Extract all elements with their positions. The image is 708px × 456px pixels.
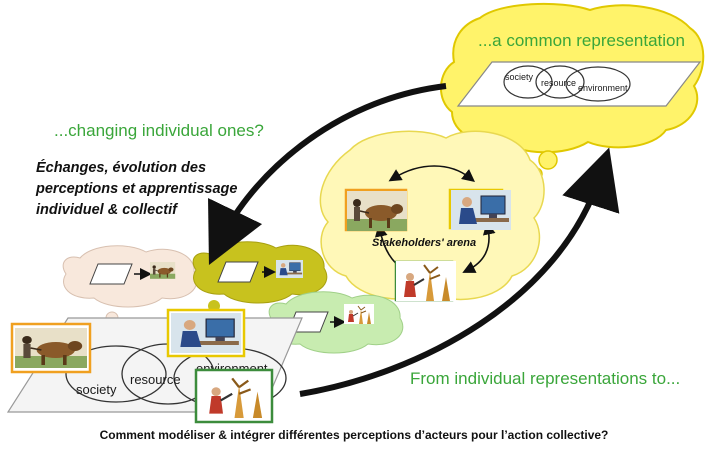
figure-caption: Comment modéliser & intégrer différentes… [99, 428, 609, 442]
tree-cutter-icon [395, 260, 457, 302]
green-cloud-trees-icon [343, 303, 375, 325]
plane-office-icon [170, 312, 242, 354]
arena-herder-frame [344, 188, 408, 232]
arrow-to-individual [208, 83, 447, 266]
common-resource-label: resource [541, 78, 576, 88]
pink-cloud-cattle-icon [149, 261, 176, 280]
common-society-label: society [505, 72, 534, 82]
changing-individual-label: ...changing individual ones? [54, 121, 264, 140]
resource-label: resource [130, 372, 181, 387]
arena-office-frame [448, 188, 512, 231]
intro-line-1: Échanges, évolution des [36, 160, 207, 176]
common-environment-label: environment [578, 83, 628, 93]
exchange-learning-text: Échanges, évolution des perceptions et a… [36, 158, 276, 221]
plane-trees-icon [198, 372, 271, 420]
arrow-to-common [299, 147, 620, 397]
intro-line-3: individuel & collectif [36, 202, 177, 218]
stakeholders-arena-cloud: Stakeholders' arena [319, 130, 545, 302]
society-label: society [76, 382, 117, 397]
from-individual-label: From individual representations to... [410, 369, 680, 388]
cattle-herder-icon [346, 190, 408, 232]
common-representation-cloud: society resource environment ...a common… [439, 2, 705, 181]
plane-office-frame [166, 308, 246, 358]
common-representation-label: ...a common representation [478, 31, 685, 50]
arena-trees-frame [394, 260, 457, 302]
plane-cattle-icon [14, 327, 88, 369]
intro-line-2: perceptions et apprentissage [36, 181, 238, 197]
plane-trees-frame [194, 368, 274, 424]
individual-representation-plane: society resource environment [6, 308, 303, 424]
office-worker-icon [450, 189, 512, 231]
stakeholders-arena-label: Stakeholders' arena [372, 237, 476, 249]
olive-cloud-office-icon [275, 259, 304, 279]
plane-herder-frame [10, 322, 92, 374]
